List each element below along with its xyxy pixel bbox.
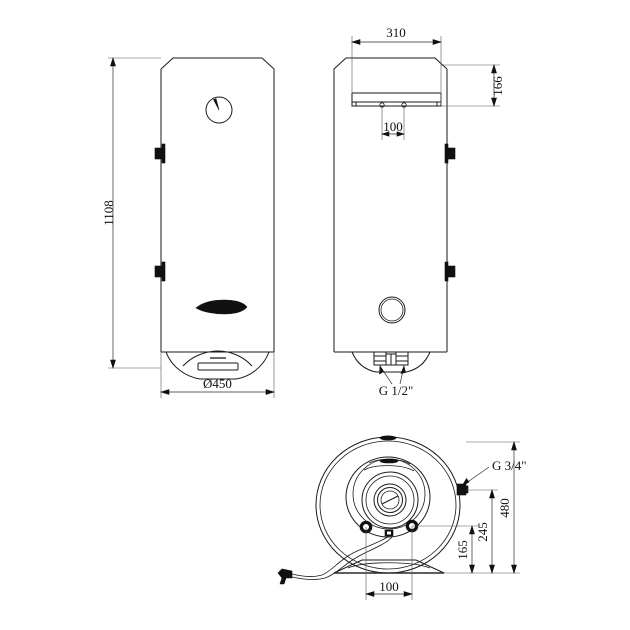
dimension-height-total-label: 1108 xyxy=(101,200,116,226)
dimension-base-width: 100 xyxy=(364,526,414,600)
dimension-diameter-label: Ø450 xyxy=(203,376,232,391)
side-wall-bracket-lower xyxy=(444,261,456,282)
side-body-sides xyxy=(333,69,448,352)
front-elevation-view: 1108 Ø450 xyxy=(101,56,276,398)
dimension-bracket-width: 310 xyxy=(350,25,443,105)
dimension-offset-165: 165 xyxy=(412,524,478,575)
gauge-dial xyxy=(205,96,233,124)
front-top-cap xyxy=(160,57,275,70)
dimension-depth-top-label: 166 xyxy=(490,76,505,96)
front-bottom-plate xyxy=(197,362,239,371)
dimension-base-width-label: 100 xyxy=(379,579,399,594)
dimension-bracket-hole-spacing-label: 100 xyxy=(383,119,403,134)
dimension-height-total: 1108 xyxy=(101,56,161,370)
callout-thread-side-label: G 3/4" xyxy=(492,458,527,473)
front-bottom-dome xyxy=(165,351,270,380)
wall-bracket-lower xyxy=(154,261,166,282)
wall-bracket-upper xyxy=(154,143,166,164)
dimension-bottom-depth-label: 480 xyxy=(497,498,512,518)
center-cap xyxy=(373,483,407,517)
callout-thread-bottom-label: G 1/2" xyxy=(379,383,414,398)
callout-thread-side: G 3/4" xyxy=(461,458,527,487)
port-center-small xyxy=(384,529,394,537)
tank-outer-circle-inner xyxy=(319,440,457,570)
dimension-diameter: Ø450 xyxy=(159,352,276,398)
bottom-connectors xyxy=(373,351,409,366)
inspection-port xyxy=(378,296,406,324)
front-bottom-dome-inner xyxy=(182,350,253,367)
dimension-offset-245-label: 245 xyxy=(475,522,490,542)
brand-emblem xyxy=(195,299,248,315)
dimension-depth-top: 166 xyxy=(441,63,505,108)
dimension-bracket-width-label: 310 xyxy=(386,25,406,40)
side-elevation-view: 310 166 100 G 1/2" xyxy=(333,25,505,398)
side-bottom-dome xyxy=(351,351,431,373)
side-wall-bracket-upper xyxy=(444,143,456,164)
tank-top-tab-fill xyxy=(379,435,397,441)
stand-base xyxy=(333,559,445,574)
front-body-sides xyxy=(160,69,275,352)
bottom-view: 480 245 165 100 xyxy=(277,435,527,600)
side-fitting xyxy=(456,483,469,496)
dimension-offset-165-label: 165 xyxy=(455,540,470,560)
dimension-offset-245: 245 xyxy=(466,488,498,575)
dimension-bracket-hole-spacing: 100 xyxy=(380,105,406,140)
callout-thread-bottom: G 1/2" xyxy=(379,364,414,398)
power-cord xyxy=(277,535,393,585)
dimension-bottom-depth: 480 xyxy=(444,440,520,575)
